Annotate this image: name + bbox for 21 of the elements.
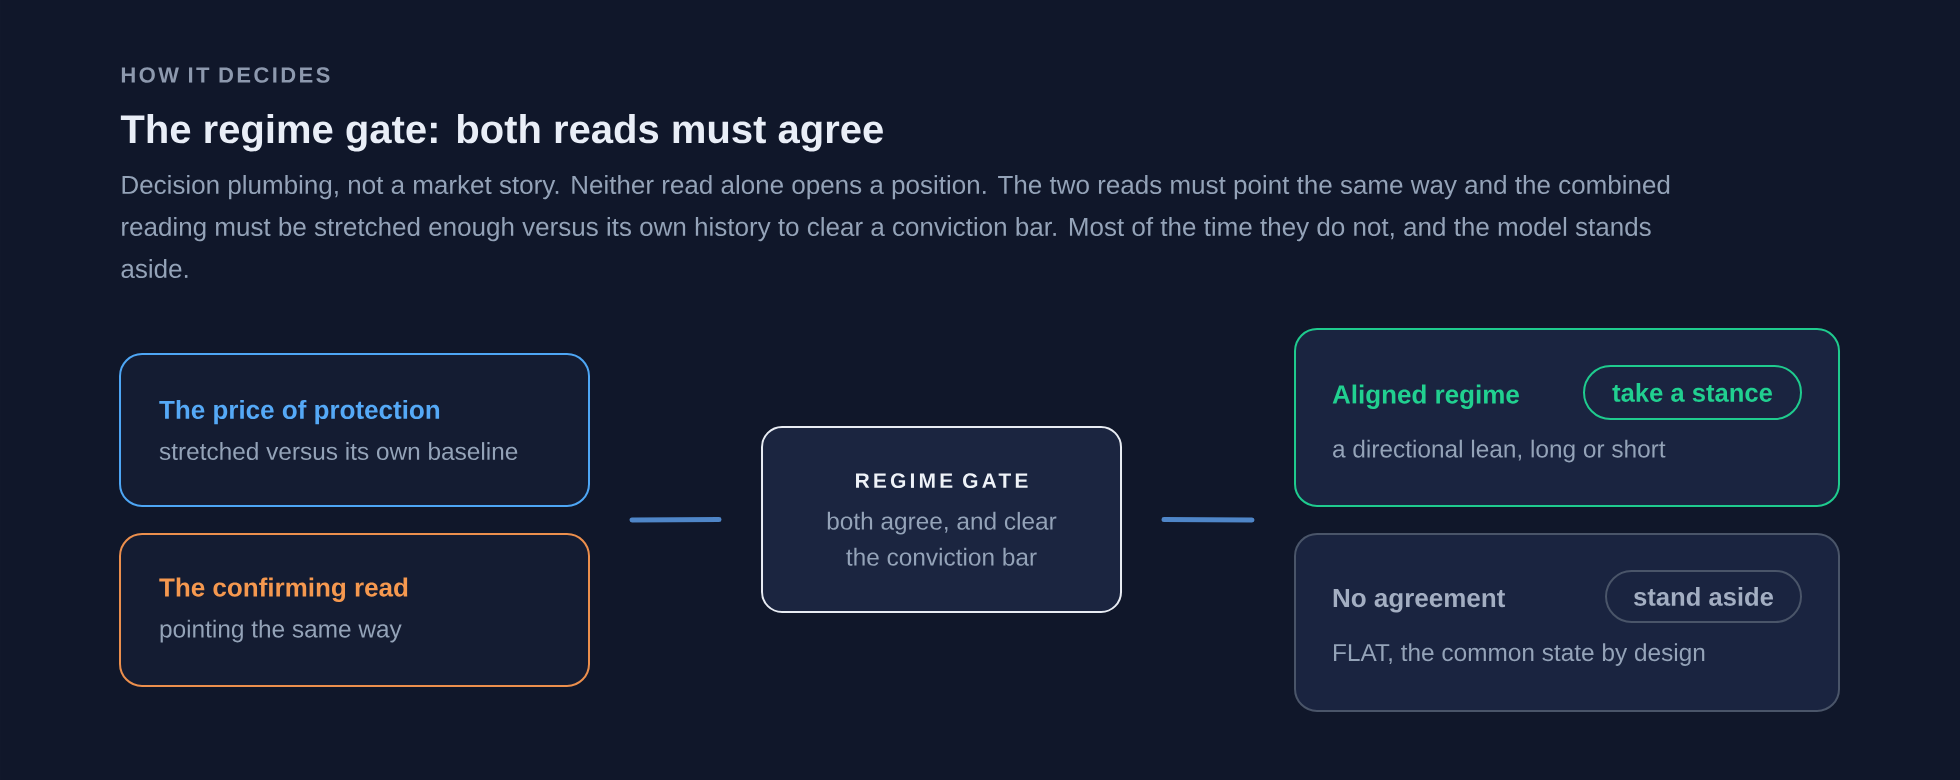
title: The regime gate: both reads must agree [120, 114, 883, 152]
connector-line [1161, 517, 1255, 523]
tag-pill: stand aside [1605, 570, 1802, 623]
connector-line [629, 517, 722, 523]
signal-card [119, 353, 590, 507]
gate-text: both agree, and clear the conviction bar [827, 511, 1057, 566]
outcome-card [1294, 533, 1840, 712]
card-text: stretched versus its own baseline [159, 442, 518, 461]
signal-card [119, 533, 590, 687]
card-title: Aligned regime [1332, 384, 1519, 409]
card-title: The price of protection [159, 399, 440, 425]
gate-title: REGIME GATE [856, 473, 1028, 489]
section-label: HOW IT DECIDES [121, 67, 330, 83]
intro-paragraph: Decision plumbing, not a market story. Neither read alone opens a position. The two reads must point the same way and the combined reading must be stretched enough versus its own history to clear a conviction bar. Most of the time they do not, and the model stands aside. [121, 175, 1670, 279]
card-text: pointing the same way [160, 619, 402, 643]
gate-box [761, 426, 1122, 613]
card-text: a directional lean, long or short [1333, 439, 1666, 463]
card-text: FLAT, the common state by design [1334, 643, 1705, 666]
card-title: The confirming read [159, 577, 408, 602]
tag-pill: take a stance [1583, 365, 1802, 420]
card-title: No agreement [1333, 589, 1506, 613]
